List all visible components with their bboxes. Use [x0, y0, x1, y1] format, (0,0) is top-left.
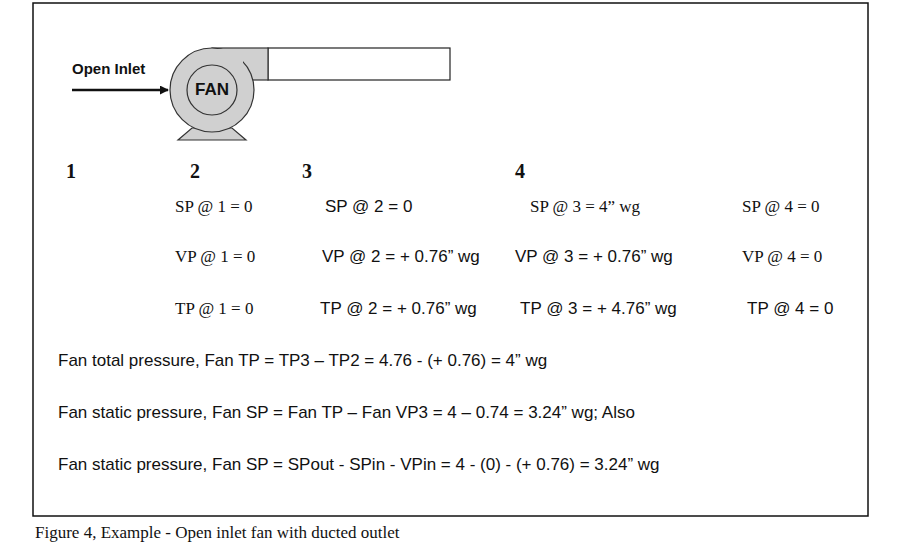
- total-pressure: TP @ 1 = 0: [175, 299, 253, 319]
- total-pressure: TP @ 4 = 0: [747, 299, 833, 319]
- velocity-pressure: VP @ 2 = + 0.76” wg: [322, 247, 480, 267]
- total-pressure: TP @ 3 = + 4.76” wg: [520, 299, 677, 319]
- total-pressure: TP @ 2 = + 0.76” wg: [320, 299, 477, 319]
- frame-border: [33, 3, 868, 516]
- station-number: 4: [515, 159, 525, 183]
- station-number: 1: [66, 159, 76, 183]
- velocity-pressure: VP @ 4 = 0: [742, 247, 822, 267]
- static-pressure: SP @ 1 = 0: [175, 197, 253, 217]
- fan-housing: [170, 48, 254, 132]
- inlet-label: Open Inlet: [72, 60, 145, 78]
- static-pressure: SP @ 4 = 0: [742, 197, 820, 217]
- static-pressure: SP @ 3 = 4” wg: [530, 197, 640, 217]
- station-number: 3: [302, 159, 312, 183]
- outlet-duct: [268, 48, 450, 80]
- equation: Fan total pressure, Fan TP = TP3 – TP2 =…: [58, 351, 547, 371]
- static-pressure: SP @ 2 = 0: [325, 197, 412, 217]
- impeller-circle: [187, 65, 237, 115]
- velocity-pressure: VP @ 3 = + 0.76” wg: [515, 247, 673, 267]
- station-number: 2: [190, 159, 200, 183]
- equation: Fan static pressure, Fan SP = Fan TP – F…: [58, 403, 635, 423]
- figure-caption: Figure 4, Example - Open inlet fan with …: [35, 523, 399, 543]
- equation: Fan static pressure, Fan SP = SPout - SP…: [58, 455, 660, 475]
- inlet-arrow: [72, 89, 168, 92]
- fan-circle: FAN: [186, 64, 238, 116]
- velocity-pressure: VP @ 1 = 0: [175, 247, 255, 267]
- fan-label: FAN: [195, 80, 229, 100]
